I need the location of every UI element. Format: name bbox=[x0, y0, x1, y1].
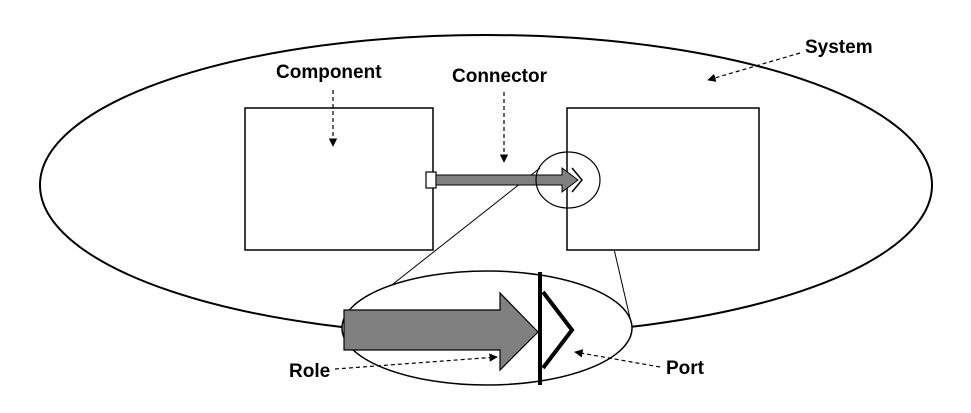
connector-arrow bbox=[435, 167, 579, 193]
system-label: System bbox=[805, 37, 873, 58]
system-pointer bbox=[707, 52, 801, 82]
component-label: Component bbox=[276, 62, 382, 83]
role-label: Role bbox=[289, 361, 330, 382]
component-box-left bbox=[244, 107, 434, 251]
connector-label: Connector bbox=[452, 66, 548, 87]
port-pointer bbox=[574, 349, 661, 368]
port-large-chevron bbox=[541, 290, 575, 370]
role-arrow bbox=[343, 291, 539, 372]
port-label: Port bbox=[666, 358, 705, 379]
component-port-left bbox=[425, 171, 437, 189]
role-pointer bbox=[334, 353, 498, 370]
component-box-right bbox=[566, 107, 760, 251]
port-small-chevron bbox=[571, 167, 583, 193]
port-magnifier-circle bbox=[535, 151, 601, 209]
